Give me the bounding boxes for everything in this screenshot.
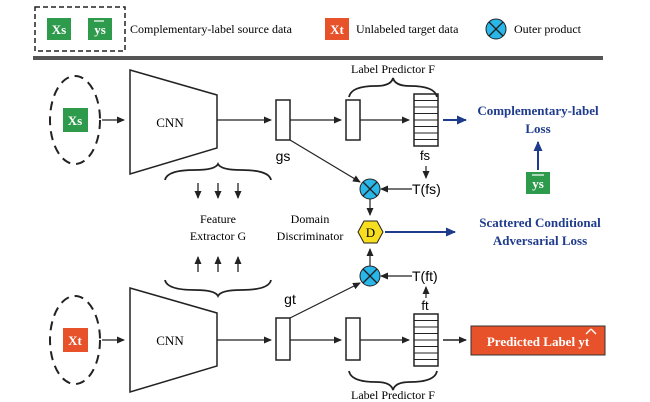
legend-xs-text: Xs (52, 22, 66, 37)
adversarial-loss-line2: Adversarial Loss (493, 233, 587, 248)
source-input-text: Xs (68, 113, 82, 128)
target-predictor-brace (348, 370, 438, 391)
target-cnn-trapezoid (129, 287, 218, 394)
cl-loss-line2: Loss (525, 121, 550, 136)
target-branch: T(ft) ft Xt CNN gt Label Predictor F (49, 248, 606, 402)
source-predictor-block (345, 99, 361, 141)
target-predictor-label: Label Predictor F (351, 388, 435, 402)
domain-discriminator-line2: Discriminator (277, 229, 344, 243)
target-output-label: ft (421, 298, 429, 313)
legend-ys-text: ys (94, 22, 106, 37)
source-predictor-label: Label Predictor F (351, 62, 435, 76)
target-input-dashed-oval (49, 295, 101, 385)
target-transform-label: T(ft) (412, 268, 438, 284)
feature-extractor-bottom-brace (164, 279, 272, 299)
source-cnn-label: CNN (156, 115, 184, 130)
legend-ys-box (88, 18, 112, 40)
cl-loss-line1: Complementary-label (477, 103, 599, 118)
source-ys-box (526, 172, 550, 194)
target-output-vector (413, 313, 439, 367)
legend-xt-text: Xt (330, 22, 344, 37)
source-feature-block (275, 99, 291, 141)
predicted-hat-right (590, 328, 597, 335)
legend-source-dashed-box (34, 6, 126, 52)
source-predictor-brace (348, 77, 438, 98)
target-predictor-block (345, 317, 361, 361)
target-feature-label: gt (284, 291, 296, 307)
arrow-gs-to-outer (289, 139, 361, 183)
legend-source-label: Complementary-label source data (130, 22, 293, 36)
target-input-box (63, 328, 88, 352)
discriminator-d-label: D (366, 225, 375, 240)
source-cnn-trapezoid (129, 69, 218, 176)
legend-target-label: Unlabeled target data (356, 22, 459, 36)
legend: Xs ys Complementary-label source data Xt… (34, 6, 582, 52)
target-outer-product-icon (359, 265, 381, 287)
adversarial-loss-line1: Scattered Conditional (479, 215, 601, 230)
legend-divider (33, 56, 603, 60)
target-input-text: Xt (68, 333, 82, 348)
source-transform-label: T(fs) (412, 181, 441, 197)
source-input-box (63, 108, 88, 132)
legend-xt-box (325, 18, 349, 40)
predicted-label-text: Predicted Label yt (487, 334, 590, 349)
source-outer-product-icon (359, 178, 381, 200)
source-feature-label: gs (276, 148, 291, 164)
legend-xs-box (47, 18, 71, 40)
source-output-vector (413, 93, 439, 147)
source-ys-text: ys (532, 176, 544, 191)
feature-extractor-top-brace (164, 161, 272, 181)
source-input-dashed-oval (49, 75, 101, 165)
source-output-label: fs (420, 148, 431, 163)
source-branch: Xs CNN gs Label Predictor F Complementar… (49, 62, 599, 216)
predicted-label-box (470, 325, 606, 356)
middle-section: Feature Extractor G Domain Discriminator… (164, 161, 601, 299)
target-feature-block (275, 317, 291, 361)
feature-extractor-line2: Extractor G (190, 229, 247, 243)
legend-outer-label: Outer product (514, 22, 582, 36)
legend-outer-product-icon (485, 18, 507, 40)
predicted-hat-left (585, 328, 592, 335)
feature-extractor-line1: Feature (200, 212, 236, 226)
target-cnn-label: CNN (156, 333, 184, 348)
discriminator-d-hexagon (357, 220, 384, 244)
arrow-gt-to-outer (289, 282, 361, 319)
domain-discriminator-line1: Domain (291, 212, 330, 226)
